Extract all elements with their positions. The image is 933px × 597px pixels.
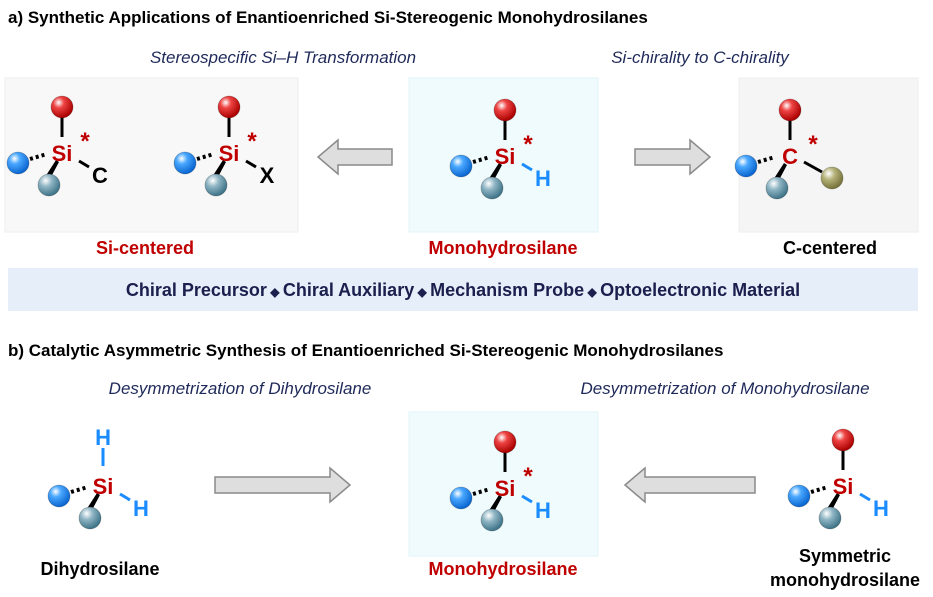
- subtitle-stereospecific: Stereospecific Si–H Transformation: [150, 48, 416, 67]
- arrow-left-b: [623, 466, 756, 504]
- carbon-atom: C: [782, 144, 798, 169]
- hydrogen-atom: H: [535, 498, 551, 523]
- diamond-separator: ◆: [267, 285, 283, 299]
- arrow-right-a: [634, 138, 712, 176]
- diamond-separator: ◆: [584, 285, 600, 299]
- carbon-substituent: C: [92, 163, 108, 188]
- wedge-bond: [47, 160, 59, 177]
- red-substituent-ball: [493, 98, 517, 122]
- bond-right: [521, 494, 533, 504]
- x-substituent: X: [260, 163, 275, 188]
- teal-substituent-ball: [480, 176, 504, 200]
- arrow-left-a: [316, 138, 393, 176]
- teal-substituent-ball: [480, 508, 504, 532]
- hydrogen-atom: H: [133, 496, 149, 521]
- hydrogen-atom: H: [95, 425, 111, 450]
- hashed-bond: [472, 487, 491, 496]
- red-substituent-ball: [831, 428, 855, 452]
- monohydrosilane-molecule: SiH*: [449, 98, 551, 200]
- c-centered-molecule: C*: [734, 98, 844, 200]
- silicon-atom: Si: [93, 474, 114, 499]
- silicon-atom: Si: [219, 141, 240, 166]
- application-item: Chiral Auxiliary: [283, 280, 414, 300]
- blue-substituent-ball: [787, 484, 811, 508]
- red-substituent-ball: [493, 430, 517, 454]
- hashed-bond: [757, 155, 776, 164]
- hashed-bond: [810, 485, 829, 494]
- application-item: Mechanism Probe: [430, 280, 584, 300]
- section-a-title: a) Synthetic Applications of Enantioenri…: [8, 8, 648, 27]
- red-substituent-ball: [217, 95, 241, 119]
- teal-substituent-ball: [204, 173, 228, 197]
- red-substituent-ball: [778, 98, 802, 122]
- si-x-molecule: SiX*: [173, 95, 275, 197]
- applications-text: Chiral Precursor ◆ Chiral Auxiliary ◆ Me…: [126, 280, 800, 300]
- label-monohydrosilane-a: Monohydrosilane: [428, 238, 577, 258]
- stereocenter-asterisk: *: [80, 128, 90, 155]
- blue-substituent-ball: [449, 486, 473, 510]
- subtitle-dihydro: Desymmetrization of Dihydrosilane: [109, 379, 372, 398]
- applications-banner: [8, 268, 918, 311]
- c-centered-box: [738, 77, 919, 233]
- bond-right: [78, 159, 90, 169]
- application-item: Optoelectronic Material: [600, 280, 800, 300]
- wedge-bond: [490, 495, 502, 512]
- teal-substituent-ball: [765, 176, 789, 200]
- subtitle-si-to-c: Si-chirality to C-chirality: [611, 48, 790, 67]
- arrow-right-b: [214, 466, 352, 504]
- stereocenter-asterisk: *: [247, 128, 257, 155]
- monohydrosilane-molecule-b: SiH*: [449, 430, 551, 532]
- bond-right: [803, 160, 823, 174]
- hashed-bond: [472, 155, 491, 164]
- label-monohydrosilane-b: Monohydrosilane: [428, 559, 577, 579]
- silicon-atom: Si: [495, 476, 516, 501]
- wedge-bond: [88, 493, 100, 510]
- bond-right: [119, 492, 131, 502]
- wedge-bond: [214, 160, 226, 177]
- olive-substituent-ball: [820, 166, 844, 190]
- blue-substituent-ball: [734, 154, 758, 178]
- diamond-separator: ◆: [414, 285, 430, 299]
- blue-substituent-ball: [6, 151, 30, 175]
- blue-substituent-ball: [449, 154, 473, 178]
- stereocenter-asterisk: *: [808, 131, 818, 158]
- silicon-atom: Si: [495, 144, 516, 169]
- symmetric-monohydrosilane-molecule: SiH: [787, 428, 889, 530]
- teal-substituent-ball: [818, 506, 842, 530]
- si-c-molecule: SiC*: [6, 95, 108, 197]
- hydrogen-atom: H: [535, 166, 551, 191]
- hashed-bond: [70, 485, 89, 494]
- hydrogen-atom: H: [873, 496, 889, 521]
- silicon-atom: Si: [833, 474, 854, 499]
- bond-right: [859, 492, 871, 502]
- label-c-centered: C-centered: [783, 238, 877, 258]
- si-centered-box: [4, 77, 299, 233]
- hashed-bond: [196, 152, 215, 161]
- blue-substituent-ball: [47, 484, 71, 508]
- teal-substituent-ball: [37, 173, 61, 197]
- red-substituent-ball: [50, 95, 74, 119]
- wedge-bond: [775, 163, 787, 180]
- section-b-title: b) Catalytic Asymmetric Synthesis of Ena…: [8, 341, 723, 360]
- label-symmetric-mono: monohydrosilane: [770, 570, 920, 590]
- stereocenter-asterisk: *: [523, 131, 533, 158]
- label-si-centered: Si-centered: [96, 238, 194, 258]
- bond-right: [521, 162, 533, 172]
- silicon-atom: Si: [52, 141, 73, 166]
- stereocenter-asterisk: *: [523, 463, 533, 490]
- wedge-bond: [828, 493, 840, 510]
- label-dihydrosilane: Dihydrosilane: [40, 559, 159, 579]
- bond-right: [245, 159, 257, 169]
- application-item: Chiral Precursor: [126, 280, 267, 300]
- label-symmetric: Symmetric: [799, 546, 891, 566]
- teal-substituent-ball: [78, 506, 102, 530]
- subtitle-mono: Desymmetrization of Monohydrosilane: [580, 379, 869, 398]
- wedge-bond: [490, 163, 502, 180]
- blue-substituent-ball: [173, 151, 197, 175]
- hashed-bond: [29, 152, 48, 161]
